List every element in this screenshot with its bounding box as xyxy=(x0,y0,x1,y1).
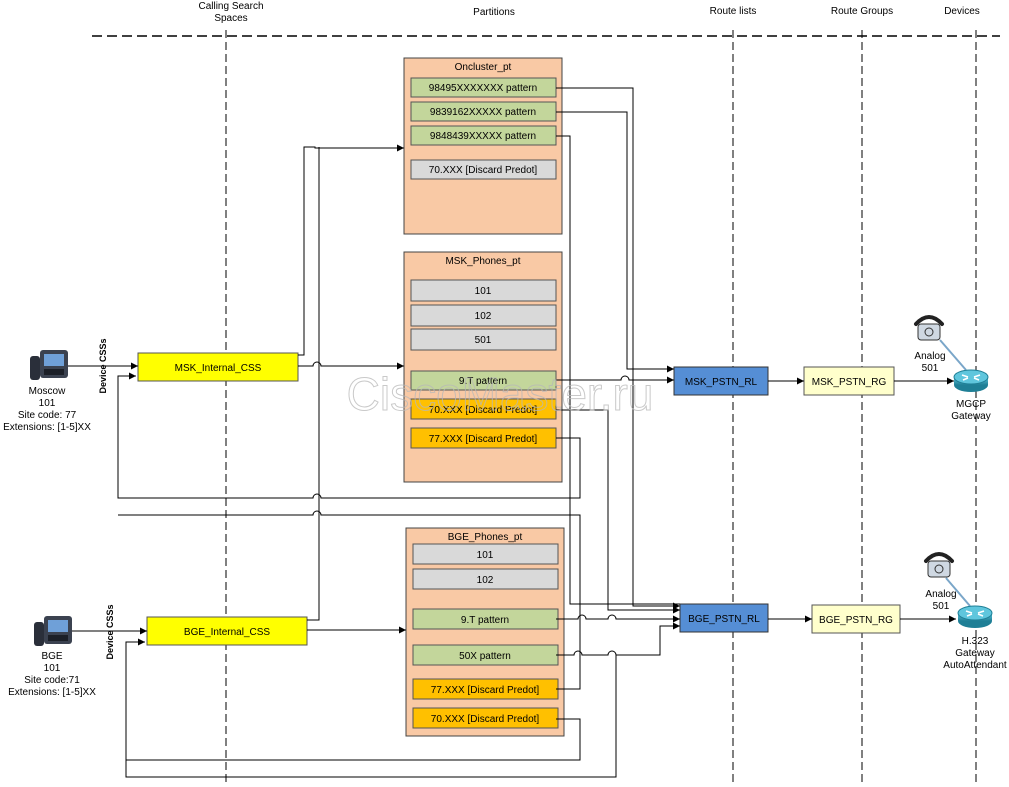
msk-pattern-77xxx: 77.XXX [Discard Predot] xyxy=(410,427,557,449)
bge-pattern-101: 101 xyxy=(412,543,559,565)
bge-extensions: Extensions: [1-5]XX xyxy=(8,687,96,698)
analog-link-bge xyxy=(945,577,971,607)
moscow-phone-ext: 101 xyxy=(39,398,56,409)
oncluster-pattern-1: 98495XXXXXXX pattern xyxy=(410,77,557,98)
svg-text:BGE_PSTN_RG: BGE_PSTN_RG xyxy=(819,615,893,626)
router-icon xyxy=(953,369,989,392)
msk-pattern-101: 101 xyxy=(410,279,557,302)
bge-phone-ext: 101 xyxy=(44,663,61,674)
msk-pstn-route-group: MSK_PSTN_RG xyxy=(803,366,895,396)
bge-internal-css: BGE_Internal_CSS xyxy=(146,616,308,646)
bge-phone-name: BGE xyxy=(41,651,62,662)
svg-text:50X pattern: 50X pattern xyxy=(459,651,511,662)
analog-phone-icon xyxy=(924,552,954,578)
moscow-extensions: Extensions: [1-5]XX xyxy=(3,422,91,433)
bge-pattern-102: 102 xyxy=(412,568,559,590)
svg-text:BGE_Internal_CSS: BGE_Internal_CSS xyxy=(184,627,270,638)
svg-text:77.XXX [Discard Predot]: 77.XXX [Discard Predot] xyxy=(431,685,540,696)
svg-text:70.XXX [Discard Predot]: 70.XXX [Discard Predot] xyxy=(429,165,538,176)
h323-gateway-line1: H.323 xyxy=(962,636,989,647)
analog-msk-label: Analog xyxy=(914,351,945,362)
ip-phone-icon xyxy=(34,616,72,646)
bge-site-code: Site code:71 xyxy=(24,675,80,686)
msk-pattern-70xxx: 70.XXX [Discard Predot] xyxy=(410,398,557,420)
svg-text:70.XXX [Discard Predot]: 70.XXX [Discard Predot] xyxy=(431,714,540,725)
svg-text:501: 501 xyxy=(475,335,492,346)
svg-text:9.T pattern: 9.T pattern xyxy=(461,615,509,626)
svg-text:MSK_PSTN_RG: MSK_PSTN_RG xyxy=(812,377,887,388)
header-partitions: Partitions xyxy=(473,7,515,18)
svg-text:70.XXX [Discard Predot]: 70.XXX [Discard Predot] xyxy=(429,405,538,416)
watermark: CiscoMaster.ru xyxy=(347,368,654,420)
bge-pstn-route-list: BGE_PSTN_RL xyxy=(679,603,769,633)
svg-text:MSK_PSTN_RL: MSK_PSTN_RL xyxy=(685,377,758,388)
header-css-line1: Calling Search xyxy=(198,1,263,12)
svg-text:MSK_Internal_CSS: MSK_Internal_CSS xyxy=(175,363,262,374)
h323-gateway-line3: AutoAttendant xyxy=(943,660,1007,671)
moscow-phone-name: Moscow xyxy=(29,386,66,397)
bge-pattern-50x: 50X pattern xyxy=(412,644,559,666)
analog-link-msk xyxy=(939,339,967,371)
msk-pattern-501: 501 xyxy=(410,328,557,351)
moscow-site-code: Site code: 77 xyxy=(18,410,77,421)
connectors xyxy=(68,87,956,778)
h323-gateway-line2: Gateway xyxy=(955,648,994,659)
svg-text:102: 102 xyxy=(475,311,492,322)
msk-pattern-102: 102 xyxy=(410,304,557,327)
svg-text:9848439XXXXX pattern: 9848439XXXXX pattern xyxy=(430,131,536,142)
partition-oncluster-title: Oncluster_pt xyxy=(455,62,512,73)
header-css-line2: Spaces xyxy=(214,13,247,24)
svg-text:101: 101 xyxy=(475,286,492,297)
svg-text:9.T pattern: 9.T pattern xyxy=(459,376,507,387)
analog-bge-ext: 501 xyxy=(933,601,950,612)
msk-pstn-route-list: MSK_PSTN_RL xyxy=(673,366,769,396)
svg-text:102: 102 xyxy=(477,575,494,586)
msk-internal-css: MSK_Internal_CSS xyxy=(137,352,299,382)
bge-pstn-route-group: BGE_PSTN_RG xyxy=(811,604,901,634)
oncluster-pattern-4: 70.XXX [Discard Predot] xyxy=(410,159,557,180)
oncluster-pattern-2: 9839162XXXXX pattern xyxy=(410,101,557,122)
mgcp-gateway-line1: MGCP xyxy=(956,399,986,410)
bge-pattern-70xxx: 70.XXX [Discard Predot] xyxy=(412,707,559,729)
partition-bge-phones-title: BGE_Phones_pt xyxy=(448,532,523,543)
analog-phone-icon xyxy=(914,315,944,341)
svg-text:101: 101 xyxy=(477,550,494,561)
device-css-label-bge: Device CSSs xyxy=(105,604,115,659)
router-icon xyxy=(957,605,993,628)
ip-phone-icon xyxy=(30,350,68,380)
bge-pattern-9t: 9.T pattern xyxy=(412,608,559,630)
svg-text:77.XXX [Discard Predot]: 77.XXX [Discard Predot] xyxy=(429,434,538,445)
analog-bge-label: Analog xyxy=(925,589,956,600)
header-devices: Devices xyxy=(944,6,980,17)
partition-msk-phones-title: MSK_Phones_pt xyxy=(445,256,520,267)
svg-text:9839162XXXXX pattern: 9839162XXXXX pattern xyxy=(430,107,536,118)
header-route-lists: Route lists xyxy=(710,6,757,17)
bge-pattern-77xxx: 77.XXX [Discard Predot] xyxy=(412,678,559,700)
svg-text:98495XXXXXXX pattern: 98495XXXXXXX pattern xyxy=(429,83,537,94)
analog-msk-ext: 501 xyxy=(922,363,939,374)
oncluster-pattern-3: 9848439XXXXX pattern xyxy=(410,125,557,146)
header-route-groups: Route Groups xyxy=(831,6,893,17)
column-dividers xyxy=(92,30,1000,785)
mgcp-gateway-line2: Gateway xyxy=(951,411,990,422)
svg-text:BGE_PSTN_RL: BGE_PSTN_RL xyxy=(688,614,760,625)
